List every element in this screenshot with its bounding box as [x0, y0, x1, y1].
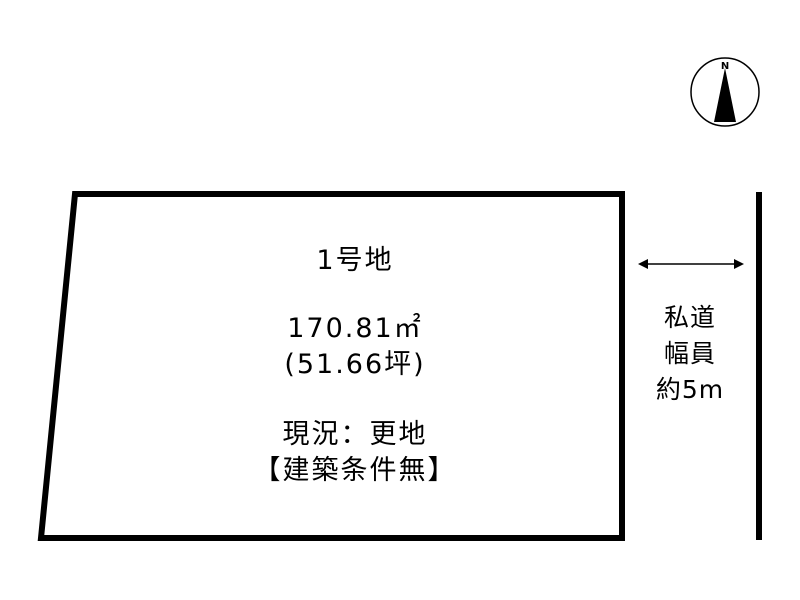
- compass-north-label: N: [721, 61, 729, 72]
- north-arrow-icon: N: [690, 57, 760, 127]
- road-width-label: 幅員: [663, 339, 716, 368]
- road-type-label: 私道: [663, 303, 716, 332]
- road-width-value: 約5m: [655, 375, 725, 404]
- road-width-dimension-arrow: [638, 259, 744, 269]
- compass-needle: [714, 68, 736, 122]
- lot-current-state: 現況：更地: [282, 419, 428, 450]
- lot-area-tsubo: (51.66坪): [284, 349, 426, 380]
- lot-boundary: [37, 191, 625, 541]
- arrowhead-left: [638, 259, 648, 269]
- lot-name: 1号地: [316, 245, 394, 276]
- lot-area-sqm: 170.81㎡: [287, 313, 423, 344]
- lot-building-conditions: 【建築条件無】: [253, 455, 457, 486]
- arrowhead-right: [734, 259, 744, 269]
